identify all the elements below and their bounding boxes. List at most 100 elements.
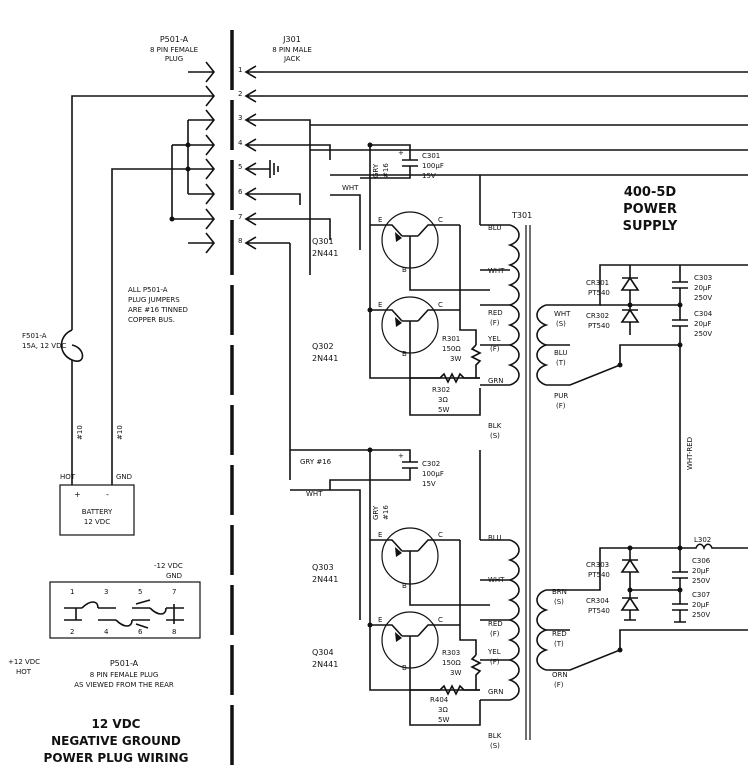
xfmr-orn: ORN: [552, 671, 568, 679]
wire-wht-red: WHT-RED: [686, 437, 694, 470]
c303-name: C303: [694, 274, 712, 282]
j301-label: J301 8 PIN MALE JACK: [272, 35, 312, 63]
cr302-part: PT540: [588, 322, 610, 330]
jack-wires: [289, 71, 748, 480]
q302-name: Q302: [312, 342, 334, 351]
c307-voltage: 250V: [692, 611, 710, 619]
q301-c: C: [438, 216, 443, 224]
wire-gry16-upper-gauge: #16: [382, 163, 390, 178]
c306-voltage: 250V: [692, 577, 710, 585]
cr303-part: PT540: [588, 571, 610, 579]
q303-e: E: [378, 531, 382, 539]
r303-watts: 3W: [450, 669, 461, 677]
r302-watts: 5W: [438, 406, 449, 414]
p501a-title: P501-A: [160, 35, 189, 44]
wire-gry16-lower: GRY #16: [300, 458, 332, 466]
rear-pin-7: 7: [172, 588, 176, 596]
q301-transistor: E C B Q301 2N441: [312, 211, 460, 275]
note-line-3: ARE #16 TINNED: [128, 306, 188, 314]
xfmr-red-t-tag: (T): [554, 640, 564, 648]
wire-wht-lower: WHT: [306, 490, 323, 498]
c307-name: C307: [692, 591, 710, 599]
rear-pos-label-1: +12 VDC: [8, 658, 40, 666]
r404-watts: 5W: [438, 716, 449, 724]
c302-plus: +: [398, 452, 404, 460]
wire-gry16-upper: GRY: [372, 163, 380, 178]
wiring-title: 12 VDC NEGATIVE GROUND POWER PLUG WIRING: [44, 717, 189, 765]
r301-watts: 3W: [450, 355, 461, 363]
xfmr-brn-tag: (S): [554, 598, 564, 606]
rear-pin-1: 1: [70, 588, 74, 596]
note-line-4: COPPER BUS.: [128, 316, 175, 324]
r404-value: 3Ω: [438, 706, 448, 714]
rear-pin-6: 6: [138, 628, 143, 636]
title-line-3: POWER PLUG WIRING: [44, 751, 189, 765]
wire-gry16-lower-gauge: #16: [382, 505, 390, 520]
xfmr-wht-2: WHT: [488, 576, 505, 584]
xfmr-blk-s-1: (S): [490, 432, 500, 440]
q301-b: B: [402, 266, 407, 274]
xfmr-yel-f-2: (F): [490, 658, 500, 666]
c306-name: C306: [692, 557, 711, 565]
q304-part: 2N441: [312, 660, 338, 669]
rear-pin-4: 4: [104, 628, 109, 636]
xfmr-blu-t-tag: (T): [556, 359, 566, 367]
xfmr-wht-1: WHT: [488, 267, 505, 275]
rear-pos-label-2: HOT: [16, 668, 32, 676]
battery-gnd-label: GND: [116, 473, 132, 481]
t301-upper-secondary: WHT (S) BLU (T) PUR (F): [536, 264, 748, 410]
xfmr-blu-1: BLU: [488, 224, 501, 232]
r303-resistor: R303 150Ω 3W: [442, 649, 482, 690]
xfmr-orn-tag: (F): [554, 681, 564, 689]
pin-8-label: 8: [238, 237, 242, 245]
xfmr-pur-tag: (F): [556, 402, 566, 410]
t301-upper-primary: BLU WHT RED (F) YEL (F) GRN BLK (S): [479, 175, 520, 440]
cr303-name: CR303: [586, 561, 609, 569]
rear-pin-2: 2: [70, 628, 74, 636]
p501a-desc-1: 8 PIN FEMALE: [150, 46, 198, 54]
battery-minus: -: [106, 490, 109, 499]
q303-part: 2N441: [312, 575, 338, 584]
note-line-2: PLUG JUMPERS: [128, 296, 180, 304]
t301-lower-secondary: BRN (S) RED (T) ORN (F): [536, 547, 748, 689]
power-supply-label: 400-5D POWER SUPPLY: [623, 185, 678, 234]
r303-name: R303: [442, 649, 460, 657]
c302-capacitor: + C302 100µF 15V: [398, 452, 444, 488]
battery-name: BATTERY: [82, 508, 113, 516]
pin-5-label: 5: [238, 163, 242, 171]
cr301-part: PT540: [588, 289, 610, 297]
pin-4-label: 4: [238, 139, 243, 147]
fuse-name: F501-A: [22, 332, 47, 340]
rear-title: P501-A: [110, 659, 139, 668]
c304-capacitor: C304 20µF 250V: [672, 305, 713, 345]
j301-desc-2: JACK: [283, 55, 300, 63]
q304-transistor: E C B Q304 2N441: [312, 611, 460, 672]
q302-b: B: [402, 350, 407, 358]
fuse-icon: [60, 329, 84, 362]
l302-name: L302: [694, 536, 711, 544]
xfmr-grn-1: GRN: [488, 377, 504, 385]
xfmr-pur: PUR: [554, 392, 568, 400]
r302-value: 3Ω: [438, 396, 448, 404]
rear-pin-3: 3: [104, 588, 108, 596]
c301-voltage: 15V: [422, 172, 436, 180]
r301-value: 150Ω: [442, 345, 461, 353]
q302-transistor: E C B Q302 2N441: [312, 296, 460, 363]
rear-neg-label-2: GND: [166, 572, 182, 580]
rear-desc-1: 8 PIN FEMALE PLUG: [90, 671, 159, 679]
xfmr-blk-2: BLK: [488, 732, 502, 740]
ps-line-2: POWER: [623, 202, 677, 217]
q304-e: E: [378, 616, 382, 624]
q304-name: Q304: [312, 648, 334, 657]
xfmr-red-1: RED: [488, 309, 503, 317]
rear-desc-2: AS VIEWED FROM THE REAR: [74, 681, 174, 689]
xfmr-grn-2: GRN: [488, 688, 504, 696]
p501a-contacts: [188, 61, 216, 254]
q301-part: 2N441: [312, 249, 338, 258]
fuse-label: F501-A 15A, 12 VDC: [22, 332, 66, 350]
chassis-ground-icon: [269, 160, 279, 178]
pin-1-label: 1: [238, 66, 242, 74]
xfmr-blu-t: BLU: [554, 349, 567, 357]
t301-label: T301: [511, 211, 532, 220]
c304-voltage: 250V: [694, 330, 712, 338]
